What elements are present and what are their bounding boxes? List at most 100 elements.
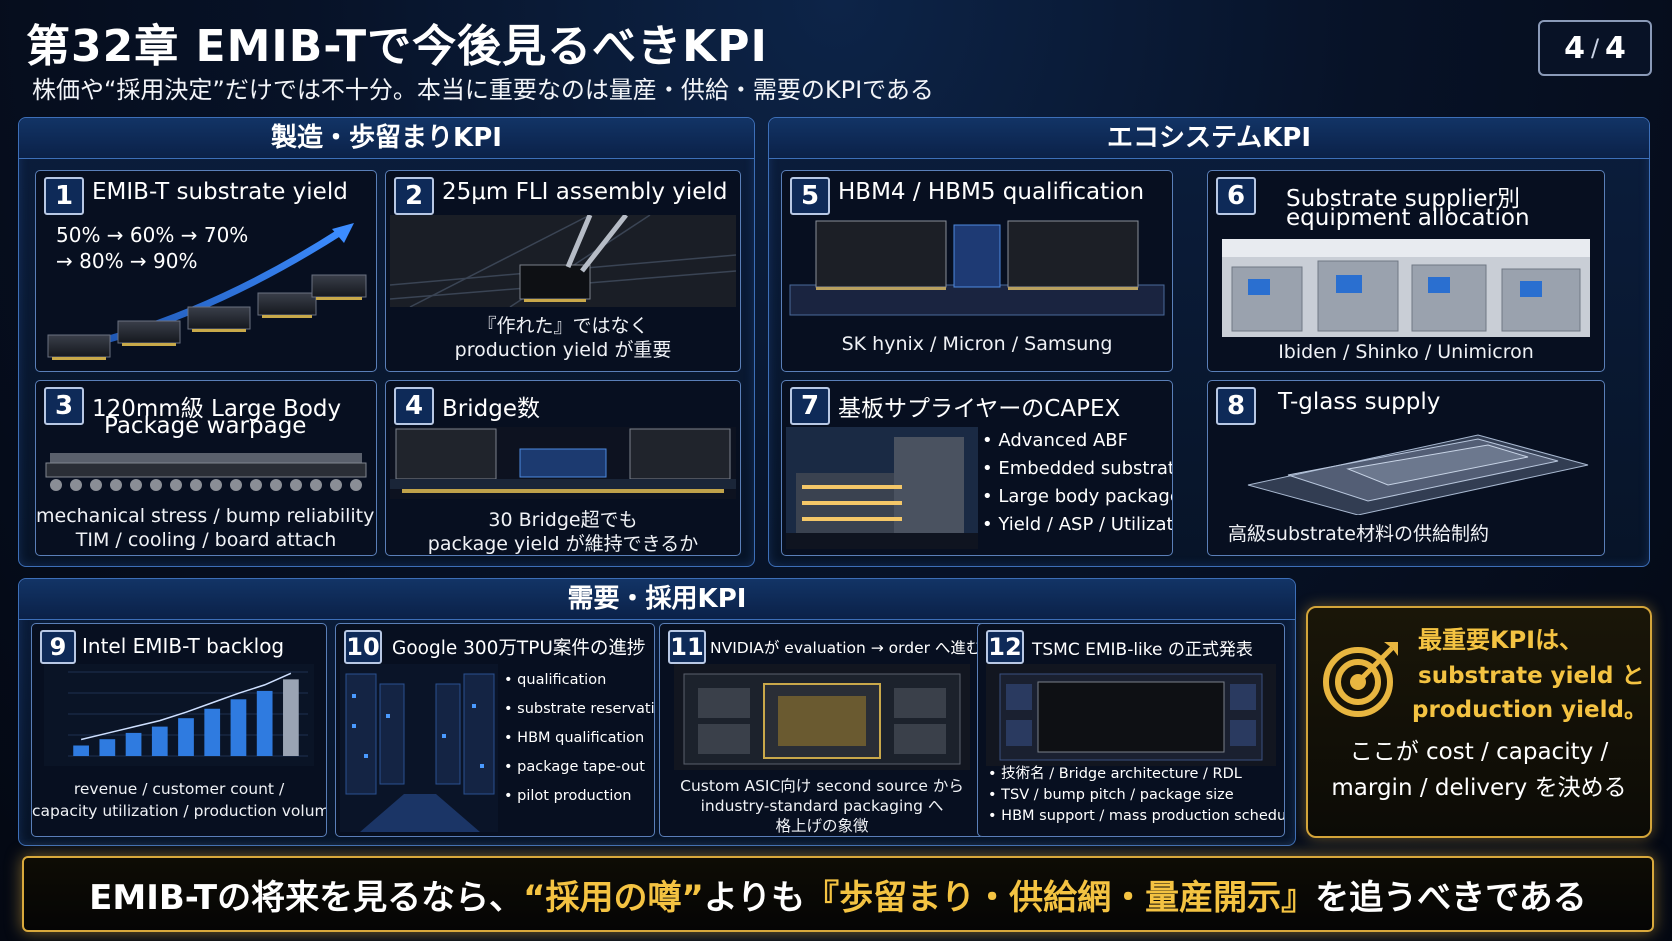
kpi-number-2: 2: [394, 177, 434, 215]
backlog-bar: [99, 739, 116, 756]
page-current: 4: [1564, 30, 1585, 66]
tsmc-bullet-2: TSV / bump pitch / package size: [988, 785, 1284, 806]
yield-progression-line2: → 80% → 90%: [56, 249, 198, 273]
backlog-bar: [204, 708, 221, 756]
kpi-card-9: 9 Intel EMIB-T backlog revenue / custome…: [31, 623, 327, 837]
glass-panels-illustration: [1228, 425, 1598, 515]
kpi-title-5: HBM4 / HBM5 qualification: [838, 179, 1145, 205]
tsmc-bullets: 技術名 / Bridge architecture / RDL TSV / bu…: [988, 764, 1284, 827]
kpi-title-7: 基板サプライヤーのCAPEX: [838, 396, 1121, 422]
kpi-number-3: 3: [44, 387, 84, 425]
banner-part2: “採用の噂”: [523, 877, 704, 918]
target-icon: [1322, 638, 1402, 718]
banner-part4: 『歩留まり・供給網・量産開示』: [805, 877, 1316, 918]
capex-bullet-3: Large body package: [982, 483, 1172, 511]
highlight-line1: 最重要KPIは、: [1418, 626, 1584, 654]
gpu-package-illustration: [674, 664, 970, 770]
kpi-title-11: NVIDIAが evaluation → order へ進むか: [710, 639, 985, 657]
backlog-bar: [151, 726, 168, 756]
page-title: 第32章 EMIB-Tで今後見るべきKPI: [26, 21, 768, 72]
kpi-title-10: Google 300万TPU案件の進捗: [392, 638, 646, 659]
kpi-title-3-line2: Package warpage: [104, 413, 307, 439]
banner-part3: よりも: [703, 877, 806, 918]
tpu-bullet-1: qualification: [504, 666, 654, 695]
capex-bullet-2: Embedded substrate: [982, 455, 1172, 483]
kpi-number-12: 12: [986, 630, 1024, 664]
kpi-number-10: 10: [344, 630, 382, 664]
yield-progression-line1: 50% → 60% → 70%: [56, 223, 249, 247]
kpi-title-8: T-glass supply: [1278, 389, 1441, 415]
kpi-title-4: Bridge数: [442, 396, 540, 422]
bridge-note-line2: package yield が維持できるか: [427, 533, 699, 555]
backlog-bar: [283, 679, 299, 756]
kpi-card-10: 10 Google 300万TPU案件の進捗 qualification sub…: [335, 623, 655, 837]
kpi-card-7: 7 基板サプライヤーのCAPEX Advanced ABF Embedded s…: [781, 380, 1173, 556]
bridge-package-illustration: [390, 427, 736, 499]
backlog-chart-svg: [68, 671, 308, 757]
substrate-suppliers: Ibiden / Shinko / Unimicron: [1278, 341, 1534, 363]
backlog-bar: [73, 745, 89, 756]
kpi-title-12: TSMC EMIB-like の正式発表: [1032, 640, 1253, 660]
warpage-package-illustration: [40, 447, 372, 497]
hbm-package-illustration: [786, 215, 1168, 325]
kpi-number-11: 11: [668, 630, 706, 664]
tpu-bullet-2: substrate reservation: [504, 695, 654, 724]
backlog-bar: [230, 699, 247, 756]
bridge-note-line1: 30 Bridge超でも: [488, 509, 638, 531]
page-total: 4: [1605, 30, 1626, 66]
backlog-bar: [256, 690, 273, 756]
tpu-bullet-3: HBM qualification: [504, 724, 654, 753]
assembly-note-line1: 『作れた』ではなく: [477, 315, 649, 337]
kpi-title-3-line1: 120mm級 Large Body: [92, 396, 342, 422]
assembly-note-line2: production yield が重要: [454, 339, 672, 361]
backlog-bar: [125, 732, 142, 756]
tpu-bullet-4: package tape-out: [504, 753, 654, 782]
kpi-card-3: 3 120mm級 Large Body Package warpage mech…: [35, 380, 377, 556]
kpi-title-6-line1: Substrate supplier別: [1286, 186, 1520, 212]
kpi-number-8: 8: [1216, 387, 1256, 425]
backlog-note-line2: capacity utilization / production volume: [32, 802, 327, 820]
capex-bullet-4: Yield / ASP / Utilization: [982, 511, 1172, 539]
manufacturing-section-title: 製造・歩留まりKPI: [19, 118, 754, 159]
kpi-title-6-line2: equipment allocation: [1286, 205, 1530, 231]
kpi-title-1: EMIB-T substrate yield: [92, 179, 348, 205]
backlog-chart: [44, 664, 314, 766]
conclusion-banner: EMIB-Tの将来を見るなら、 “採用の噂” よりも 『歩留まり・供給網・量産開…: [22, 856, 1654, 932]
backlog-bar: [178, 718, 194, 756]
kpi-title-2: 25μm FLI assembly yield: [442, 179, 728, 205]
kpi-card-4: 4 Bridge数 30 Bridge超でも package yield が維持…: [385, 380, 741, 556]
banner-part5: を追うべきである: [1315, 877, 1587, 918]
factory-equipment-illustration: [1222, 239, 1590, 337]
highlight-line2: substrate yield と: [1418, 663, 1645, 689]
highlight-line5: margin / delivery を決める: [1331, 775, 1627, 801]
kpi-card-11: 11 NVIDIAが evaluation → order へ進むか Custo…: [659, 623, 985, 837]
kpi-card-2: 2 25μm FLI assembly yield 『作れた』ではなく prod…: [385, 170, 741, 372]
nvidia-note-line2: industry-standard packaging へ: [700, 797, 944, 815]
page-separator: /: [1590, 34, 1600, 62]
tsmc-package-illustration: [986, 664, 1276, 766]
kpi-number-9: 9: [40, 630, 76, 664]
kpi-card-8: 8 T-glass supply 高級substrate材料の供給制約: [1207, 380, 1605, 556]
yield-staircase-illustration: [42, 217, 370, 365]
tpu-bullet-5: pilot production: [504, 782, 654, 811]
kpi-card-1: 1 EMIB-T substrate yield: [35, 170, 377, 372]
kpi-card-6: 6 Substrate supplier別 equipment allocati…: [1207, 170, 1605, 372]
hbm-suppliers: SK hynix / Micron / Samsung: [841, 333, 1113, 355]
datacenter-illustration: [340, 664, 498, 832]
key-kpi-highlight: 最重要KPIは、 substrate yield と production yi…: [1306, 606, 1652, 838]
tglass-note: 高級substrate材料の供給制約: [1228, 523, 1489, 545]
page-indicator: 4 / 4: [1538, 20, 1652, 76]
highlight-line4: ここが cost / capacity /: [1349, 739, 1609, 765]
kpi-card-12: 12 TSMC EMIB-like の正式発表 技術名 / Bridge arc…: [977, 623, 1285, 837]
kpi-number-5: 5: [790, 177, 830, 215]
substrate-factory-illustration: [786, 427, 978, 549]
demand-section: 需要・採用KPI 9 Intel EMIB-T backlog revenue …: [18, 578, 1296, 846]
banner-part1: EMIB-Tの将来を見るなら、: [89, 877, 524, 918]
assembly-photo-illustration: [390, 215, 736, 307]
backlog-note-line1: revenue / customer count /: [73, 780, 285, 798]
page-subtitle: 株価や“採用決定”だけでは不十分。本当に重要なのは量産・供給・需要のKPIである: [32, 76, 934, 104]
kpi-number-4: 4: [394, 387, 434, 425]
kpi-number-7: 7: [790, 387, 830, 425]
kpi-number-1: 1: [44, 177, 84, 215]
tpu-progress-bullets: qualification substrate reservation HBM …: [504, 666, 654, 811]
